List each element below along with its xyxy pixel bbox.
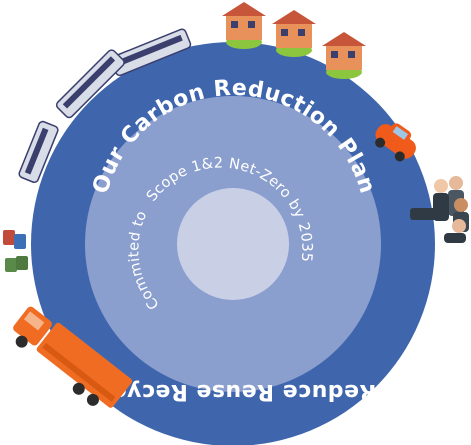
recycling-bins-icon [3, 230, 28, 272]
business-people-icon [410, 176, 469, 243]
truck-icon [13, 306, 133, 408]
train-icon [18, 28, 192, 184]
house-icon [222, 2, 266, 49]
car-icon [375, 123, 416, 162]
house-icon [322, 32, 366, 79]
house-icon [272, 10, 316, 57]
outer-ring-footer: Reduce Reuse Recycle [90, 379, 377, 404]
center-circle [177, 188, 289, 300]
